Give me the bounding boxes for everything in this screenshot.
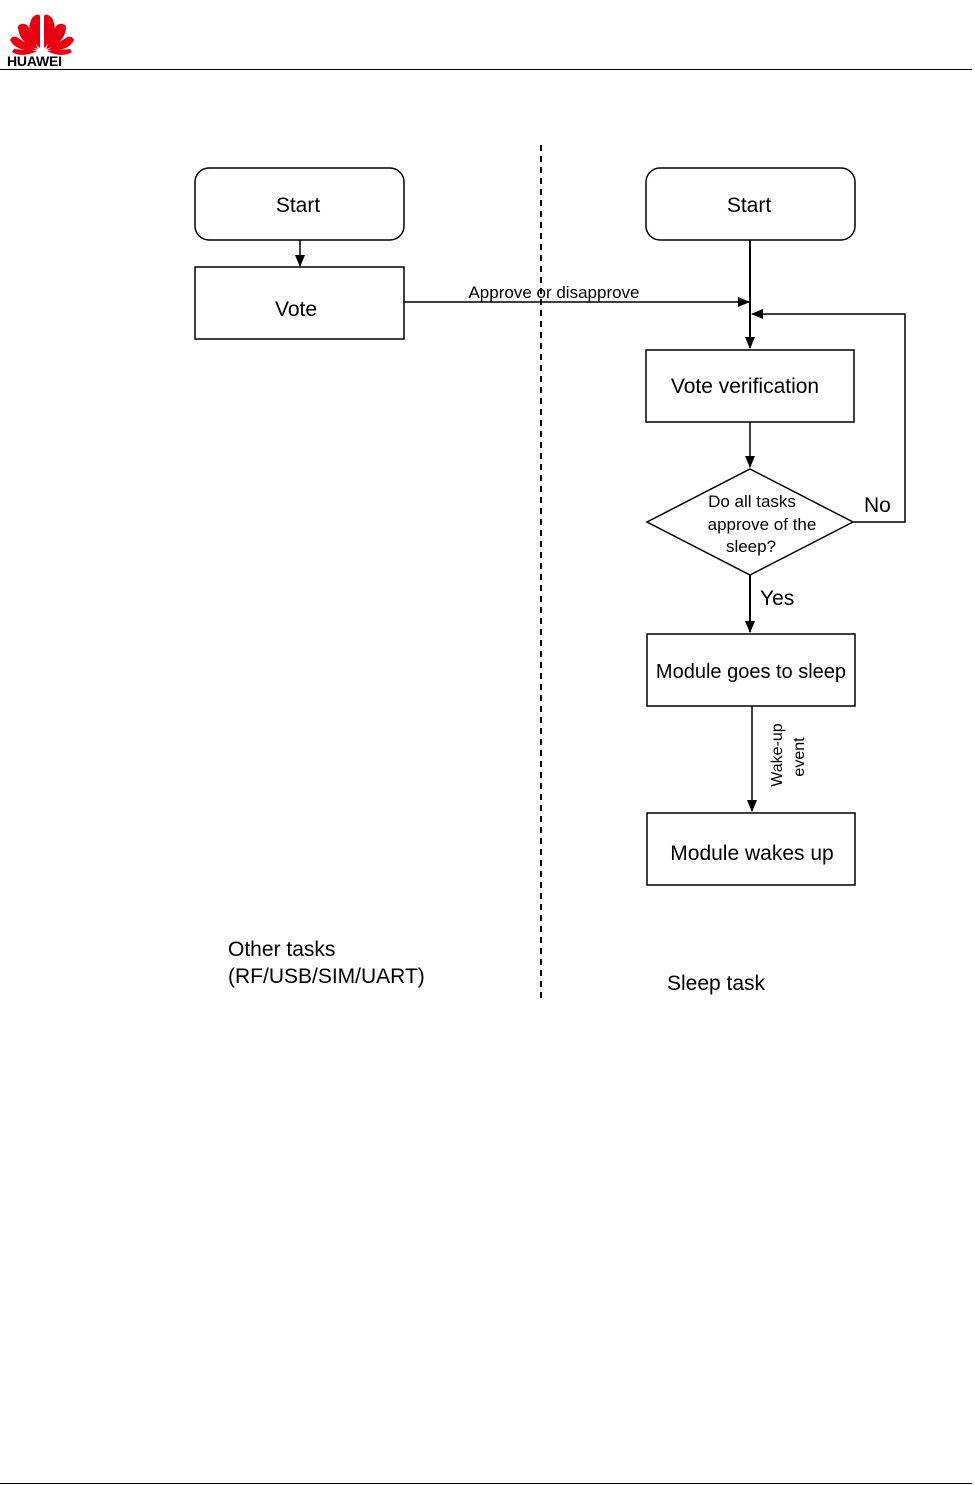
decision-line-3: sleep? bbox=[726, 537, 776, 556]
node-sleep: Module goes to sleep bbox=[646, 633, 856, 707]
lane-label-left-2: (RF/USB/SIM/UART) bbox=[228, 965, 425, 988]
node-decision: Do all tasks approve of the sleep? bbox=[645, 468, 855, 576]
header-divider bbox=[0, 69, 972, 70]
edge-label-approve: Approve or disapprove bbox=[468, 283, 639, 302]
decision-line-2: approve of the bbox=[708, 515, 817, 534]
decision-line-1: Do all tasks bbox=[708, 492, 796, 511]
start-right-label: Start bbox=[727, 194, 772, 217]
edge-label-yes: Yes bbox=[760, 587, 794, 610]
lane-label-left-1: Other tasks bbox=[228, 938, 335, 961]
footer-divider bbox=[0, 1483, 972, 1484]
page-header: HUAWEI bbox=[0, 0, 975, 72]
vote-label: Vote bbox=[275, 298, 317, 321]
edge-label-no: No bbox=[864, 494, 891, 517]
sleep-label: Module goes to sleep bbox=[656, 661, 846, 683]
node-start-left: Start bbox=[194, 167, 405, 241]
node-vote: Vote bbox=[194, 266, 405, 340]
lane-label-right: Sleep task bbox=[667, 972, 766, 995]
node-start-right: Start bbox=[645, 167, 856, 241]
node-wake: Module wakes up bbox=[646, 812, 856, 886]
edge-no-loop bbox=[751, 309, 906, 523]
node-vote-verification: Vote verification bbox=[645, 349, 855, 423]
edge-label-wakeup-1: Wake-up bbox=[769, 723, 786, 787]
brand-name: HUAWEI bbox=[7, 53, 62, 69]
huawei-logo-icon bbox=[10, 14, 74, 55]
vote-verification-label: Vote verification bbox=[671, 375, 819, 398]
start-left-label: Start bbox=[276, 194, 321, 217]
wake-label: Module wakes up bbox=[670, 842, 833, 865]
edge-label-wakeup-2: event bbox=[791, 737, 808, 777]
